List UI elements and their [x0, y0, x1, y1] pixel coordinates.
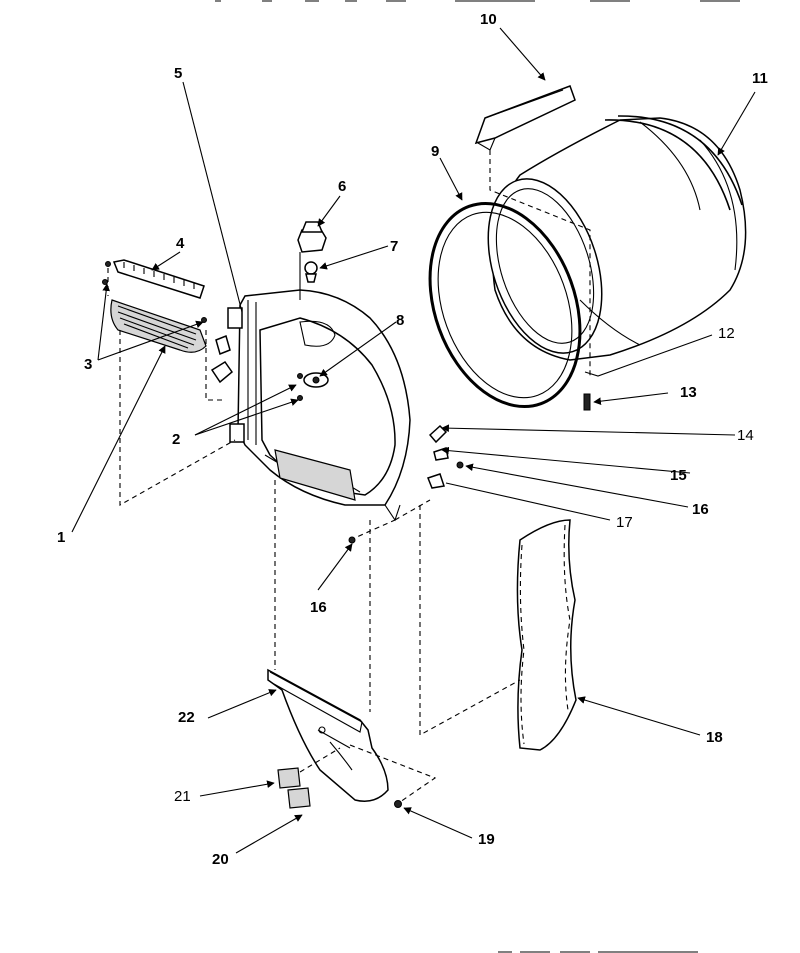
callout-21: 21: [174, 788, 191, 805]
callout-13: 13: [680, 384, 697, 401]
lamp-clip: [304, 261, 318, 283]
callout-12: 12: [718, 325, 735, 342]
callout-16-left: 16: [310, 599, 327, 616]
exhaust-duct: [267, 668, 389, 802]
callout-17: 17: [616, 514, 633, 531]
callout-15: 15: [670, 467, 687, 484]
drum-baffle: [474, 85, 576, 151]
lint-grille: [102, 259, 207, 353]
callout-14: 14: [737, 427, 754, 444]
callout-8: 8: [396, 312, 404, 329]
callout-2: 2: [172, 431, 180, 448]
bearing-hardware: [427, 424, 464, 489]
callout-10: 10: [480, 11, 497, 28]
duct-screw: [394, 800, 402, 808]
foam-pads: [277, 767, 311, 809]
callout-18: 18: [706, 729, 723, 746]
callout-9: 9: [431, 143, 439, 160]
callout-11: 11: [752, 70, 768, 87]
callout-numbers: 10 11 5 9 6 4 7 8 12 3 13 2 14 15 16 17 …: [57, 11, 768, 868]
drum-seal: [428, 201, 582, 409]
callout-7: 7: [390, 238, 398, 255]
assembly-guides: [107, 268, 521, 803]
front-screw: [348, 536, 356, 544]
front-bulkhead: [227, 289, 411, 522]
thermostat: [297, 372, 329, 401]
callout-20: 20: [212, 851, 229, 868]
callout-4: 4: [176, 235, 185, 252]
leader-lines: [71, 27, 756, 854]
drum-lamp: [297, 221, 327, 300]
callout-22: 22: [178, 709, 195, 726]
callout-1: 1: [57, 529, 65, 546]
callout-6: 6: [338, 178, 346, 195]
drum-screw: [583, 393, 591, 411]
callout-16-right: 16: [692, 501, 709, 518]
side-seal: [516, 519, 577, 751]
callout-3: 3: [84, 356, 92, 373]
callout-5: 5: [174, 65, 182, 82]
door-switch: [210, 334, 234, 384]
drum: [487, 115, 747, 361]
callout-19: 19: [478, 831, 495, 848]
